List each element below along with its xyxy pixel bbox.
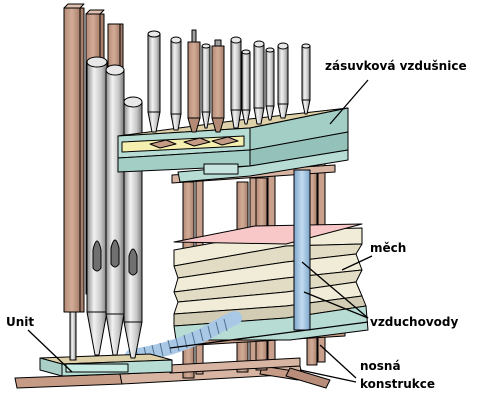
label-bellows: měch: [370, 241, 406, 255]
bellows: [174, 224, 368, 340]
wooden-pipe: [212, 40, 224, 132]
metal-pipe: [278, 43, 288, 118]
metal-pipe: [148, 31, 160, 132]
wooden-pipe: [188, 30, 200, 132]
label-support-line2: konstrukce: [360, 377, 435, 391]
metal-pipe: [171, 37, 181, 130]
label-windchest: zásuvková vzdušnice: [325, 59, 467, 73]
metal-pipe: [202, 44, 210, 128]
metal-pipe: [242, 50, 250, 124]
metal-pipes-top: [148, 30, 310, 132]
metal-pipes-left: [87, 57, 142, 358]
metal-pipe: [231, 37, 241, 128]
unit-chest: [40, 354, 172, 376]
metal-pipe: [266, 48, 274, 120]
metal-pipe: [302, 44, 310, 114]
label-windducts: vzduchovody: [370, 315, 458, 329]
label-support-line1: nosná: [360, 359, 401, 373]
label-unit: Unit: [6, 315, 34, 329]
metal-pipe: [254, 41, 264, 124]
